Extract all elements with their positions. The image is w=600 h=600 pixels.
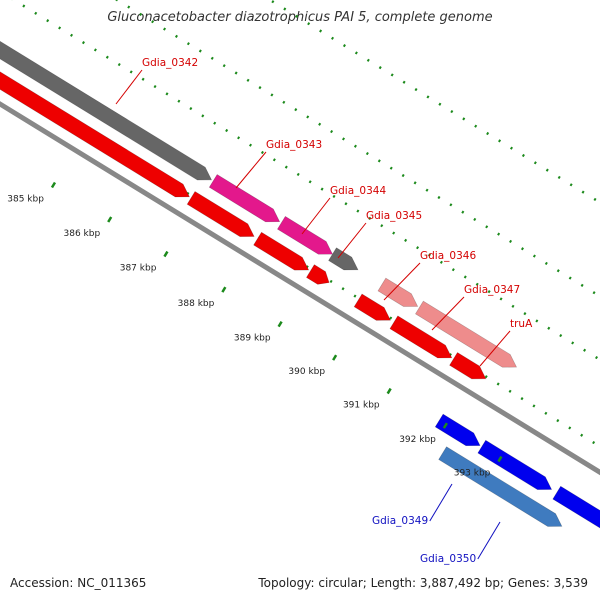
gene-label[interactable]: Gdia_0343 <box>266 139 322 151</box>
gene-shape-gdia-0349-b <box>477 439 553 490</box>
kbp-tick-mark <box>107 216 113 223</box>
gene-shape-gdia-0349-a <box>434 413 481 447</box>
kbp-tick-label: 392 kbp <box>399 435 436 445</box>
gene-leader-line <box>429 483 453 522</box>
map-title: Gluconacetobacter diazotrophicus PAI 5, … <box>107 10 493 25</box>
gene-shape-gdia-0350 <box>438 446 563 527</box>
gene-leader-line <box>383 262 421 301</box>
gene-shape-gdia-0349-c <box>552 485 600 536</box>
kbp-tick-mark <box>332 354 338 361</box>
kbp-tick-label: 385 kbp <box>7 195 44 205</box>
kbp-tick-label: 386 kbp <box>64 229 101 239</box>
kbp-tick-mark <box>50 181 57 189</box>
genome-backbone <box>0 101 600 476</box>
summary-text: Topology: circular; Length: 3,887,492 bp… <box>258 576 588 590</box>
gene-label-group: Gdia_0344 <box>301 185 386 235</box>
gene-label[interactable]: truA <box>510 318 533 330</box>
kbp-tick-mark <box>497 455 503 463</box>
kbp-tick-mark <box>163 250 169 258</box>
gene-leader-line <box>301 197 331 235</box>
gene-label-group: Gdia_0350 <box>420 521 501 565</box>
kbp-tick-mark <box>277 320 283 328</box>
gene-label[interactable]: Gdia_0346 <box>420 250 476 262</box>
gene-shape-red-b <box>186 191 255 237</box>
gene-label[interactable]: Gdia_0350 <box>420 553 476 565</box>
gene-shape-red-c <box>253 231 310 271</box>
gene-shape-gdia-0346 <box>377 277 419 307</box>
gene-shape-upper-gray <box>0 37 213 181</box>
accession-text: Accession: NC_011365 <box>10 576 147 590</box>
gene-label[interactable]: Gdia_0342 <box>142 57 198 69</box>
gene-label-group: Gdia_0349 <box>372 483 453 527</box>
gene-label-group: Gdia_0343 <box>235 139 322 189</box>
gene-leader-line <box>479 330 511 367</box>
kbp-tick-label: 387 kbp <box>120 264 157 274</box>
gene-leader-line <box>477 521 501 560</box>
gene-label[interactable]: Gdia_0345 <box>366 210 422 222</box>
kbp-tick-mark <box>442 422 448 429</box>
kbp-tick-label: 389 kbp <box>234 334 271 344</box>
gene-shape-gdia-0344 <box>277 215 333 255</box>
gene-label-group: truA <box>479 318 533 367</box>
kbp-tick-label: 388 kbp <box>178 299 215 309</box>
gene-leader-line <box>431 296 465 331</box>
gene-label[interactable]: Gdia_0349 <box>372 515 428 527</box>
gene-shape-gdia-0342 <box>0 59 190 198</box>
gene-label[interactable]: Gdia_0347 <box>464 284 520 296</box>
gene-shape-trua <box>415 300 518 368</box>
gene-label-group: Gdia_0345 <box>337 210 422 259</box>
kbp-tick-mark <box>221 286 227 293</box>
kbp-tick-label: 391 kbp <box>343 401 380 411</box>
gene-shape-gdia-0345 <box>328 247 359 271</box>
gene-label-group: Gdia_0347 <box>431 284 520 331</box>
gene-shape-red-g <box>449 352 487 380</box>
gene-label-group: Gdia_0346 <box>383 250 476 301</box>
gene-label[interactable]: Gdia_0344 <box>330 185 386 197</box>
kbp-tick-label: 390 kbp <box>288 367 325 377</box>
gene-leader-line <box>235 151 267 189</box>
gene-leader-line <box>115 69 143 105</box>
kbp-tick-label: 393 kbp <box>454 469 491 479</box>
gene-leader-line <box>337 222 367 259</box>
gene-shape-red-f <box>389 315 453 359</box>
kbp-tick-mark <box>386 387 392 395</box>
gene-shape-gdia-0343 <box>208 174 281 223</box>
gene-label-group: Gdia_0342 <box>115 57 198 105</box>
gene-shape-red-d <box>306 264 330 285</box>
gene-shape-red-e <box>353 293 391 321</box>
